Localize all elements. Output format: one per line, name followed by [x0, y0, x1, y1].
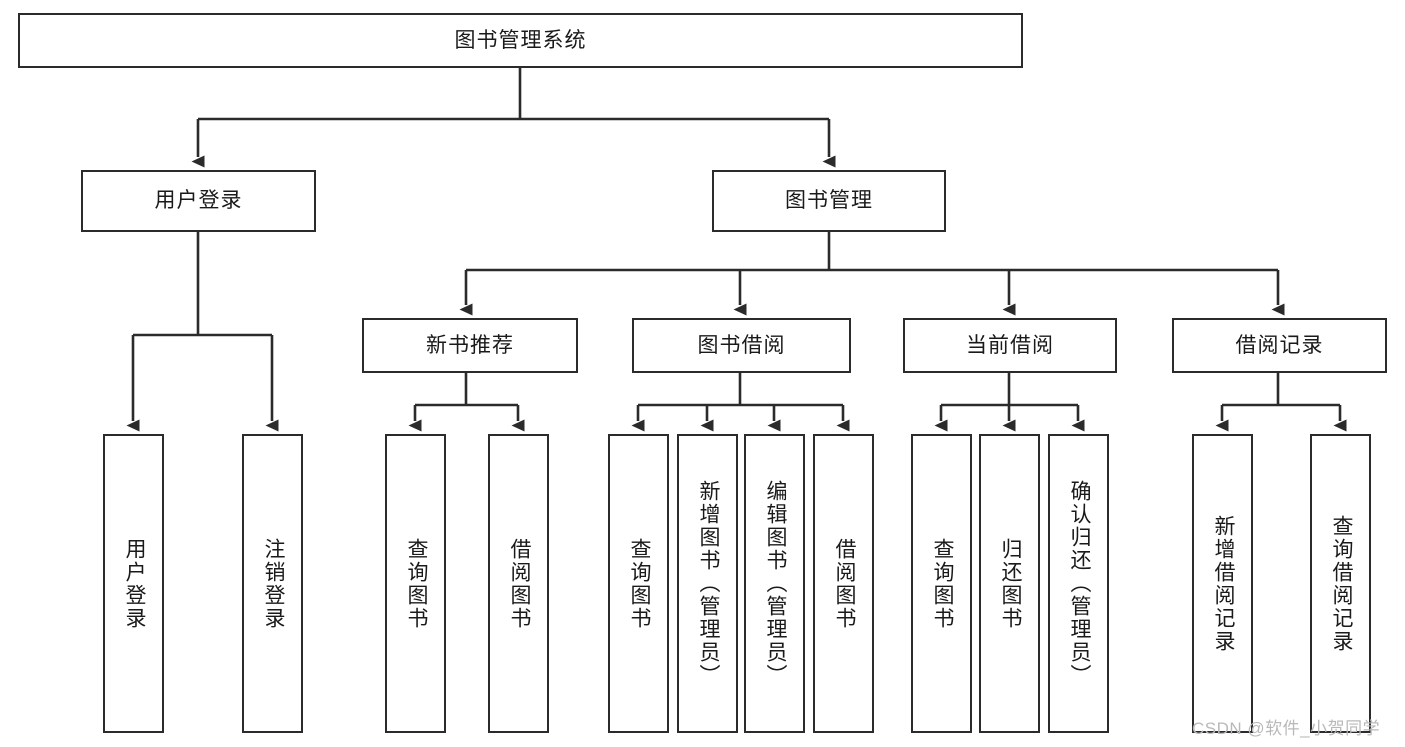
node-label: 当前借阅 — [966, 333, 1054, 357]
node-current-borrow[interactable]: 当前借阅 — [903, 318, 1117, 373]
leaf-book-borrow-query[interactable]: 查询图书 — [608, 434, 669, 733]
node-label: 查询图书 — [627, 537, 651, 630]
node-borrow-record[interactable]: 借阅记录 — [1172, 318, 1387, 373]
node-label: 借阅记录 — [1235, 333, 1324, 357]
node-label: 用户登录 — [122, 537, 146, 630]
node-label: 归还图书 — [998, 537, 1022, 630]
node-label: 注销登录 — [261, 537, 285, 630]
node-label: 图书借阅 — [697, 333, 786, 357]
leaf-book-borrow-edit[interactable]: 编辑图书（管理员） — [744, 434, 805, 733]
node-label: 新增借阅记录 — [1211, 514, 1235, 653]
leaf-user-login-logout[interactable]: 注销登录 — [242, 434, 303, 733]
node-label: 借阅图书 — [507, 537, 531, 630]
leaf-book-borrow-add[interactable]: 新增图书（管理员） — [677, 434, 738, 733]
leaf-current-borrow-query[interactable]: 查询图书 — [911, 434, 972, 733]
leaf-borrow-record-query[interactable]: 查询借阅记录 — [1310, 434, 1371, 733]
node-label: 借阅图书 — [832, 537, 856, 630]
node-label: 查询借阅记录 — [1329, 514, 1353, 653]
leaf-user-login-login[interactable]: 用户登录 — [103, 434, 164, 733]
node-label: 用户登录 — [154, 189, 243, 213]
node-new-book-recommend[interactable]: 新书推荐 — [362, 318, 578, 373]
leaf-borrow-record-add[interactable]: 新增借阅记录 — [1192, 434, 1253, 733]
node-root-system[interactable]: 图书管理系统 — [18, 13, 1023, 68]
node-label: 新增图书（管理员） — [696, 480, 720, 687]
node-label: 图书管理系统 — [454, 28, 587, 52]
leaf-current-borrow-return[interactable]: 归还图书 — [979, 434, 1040, 733]
node-label: 确认归还（管理员） — [1067, 480, 1091, 687]
node-user-login[interactable]: 用户登录 — [81, 170, 316, 232]
leaf-new-book-borrow[interactable]: 借阅图书 — [488, 434, 549, 733]
node-label: 图书管理 — [785, 189, 873, 213]
leaf-book-borrow-borrow[interactable]: 借阅图书 — [813, 434, 874, 733]
node-label: 查询图书 — [930, 537, 954, 630]
node-book-borrow[interactable]: 图书借阅 — [632, 318, 851, 373]
leaf-current-borrow-confirm-return[interactable]: 确认归还（管理员） — [1048, 434, 1109, 733]
node-label: 查询图书 — [404, 537, 428, 630]
node-label: 编辑图书（管理员） — [763, 480, 787, 687]
csdn-watermark: CSDN @软件_小贺同学 — [1192, 719, 1381, 738]
leaf-new-book-query[interactable]: 查询图书 — [385, 434, 446, 733]
node-book-management[interactable]: 图书管理 — [712, 170, 946, 232]
node-label: 新书推荐 — [426, 333, 514, 357]
